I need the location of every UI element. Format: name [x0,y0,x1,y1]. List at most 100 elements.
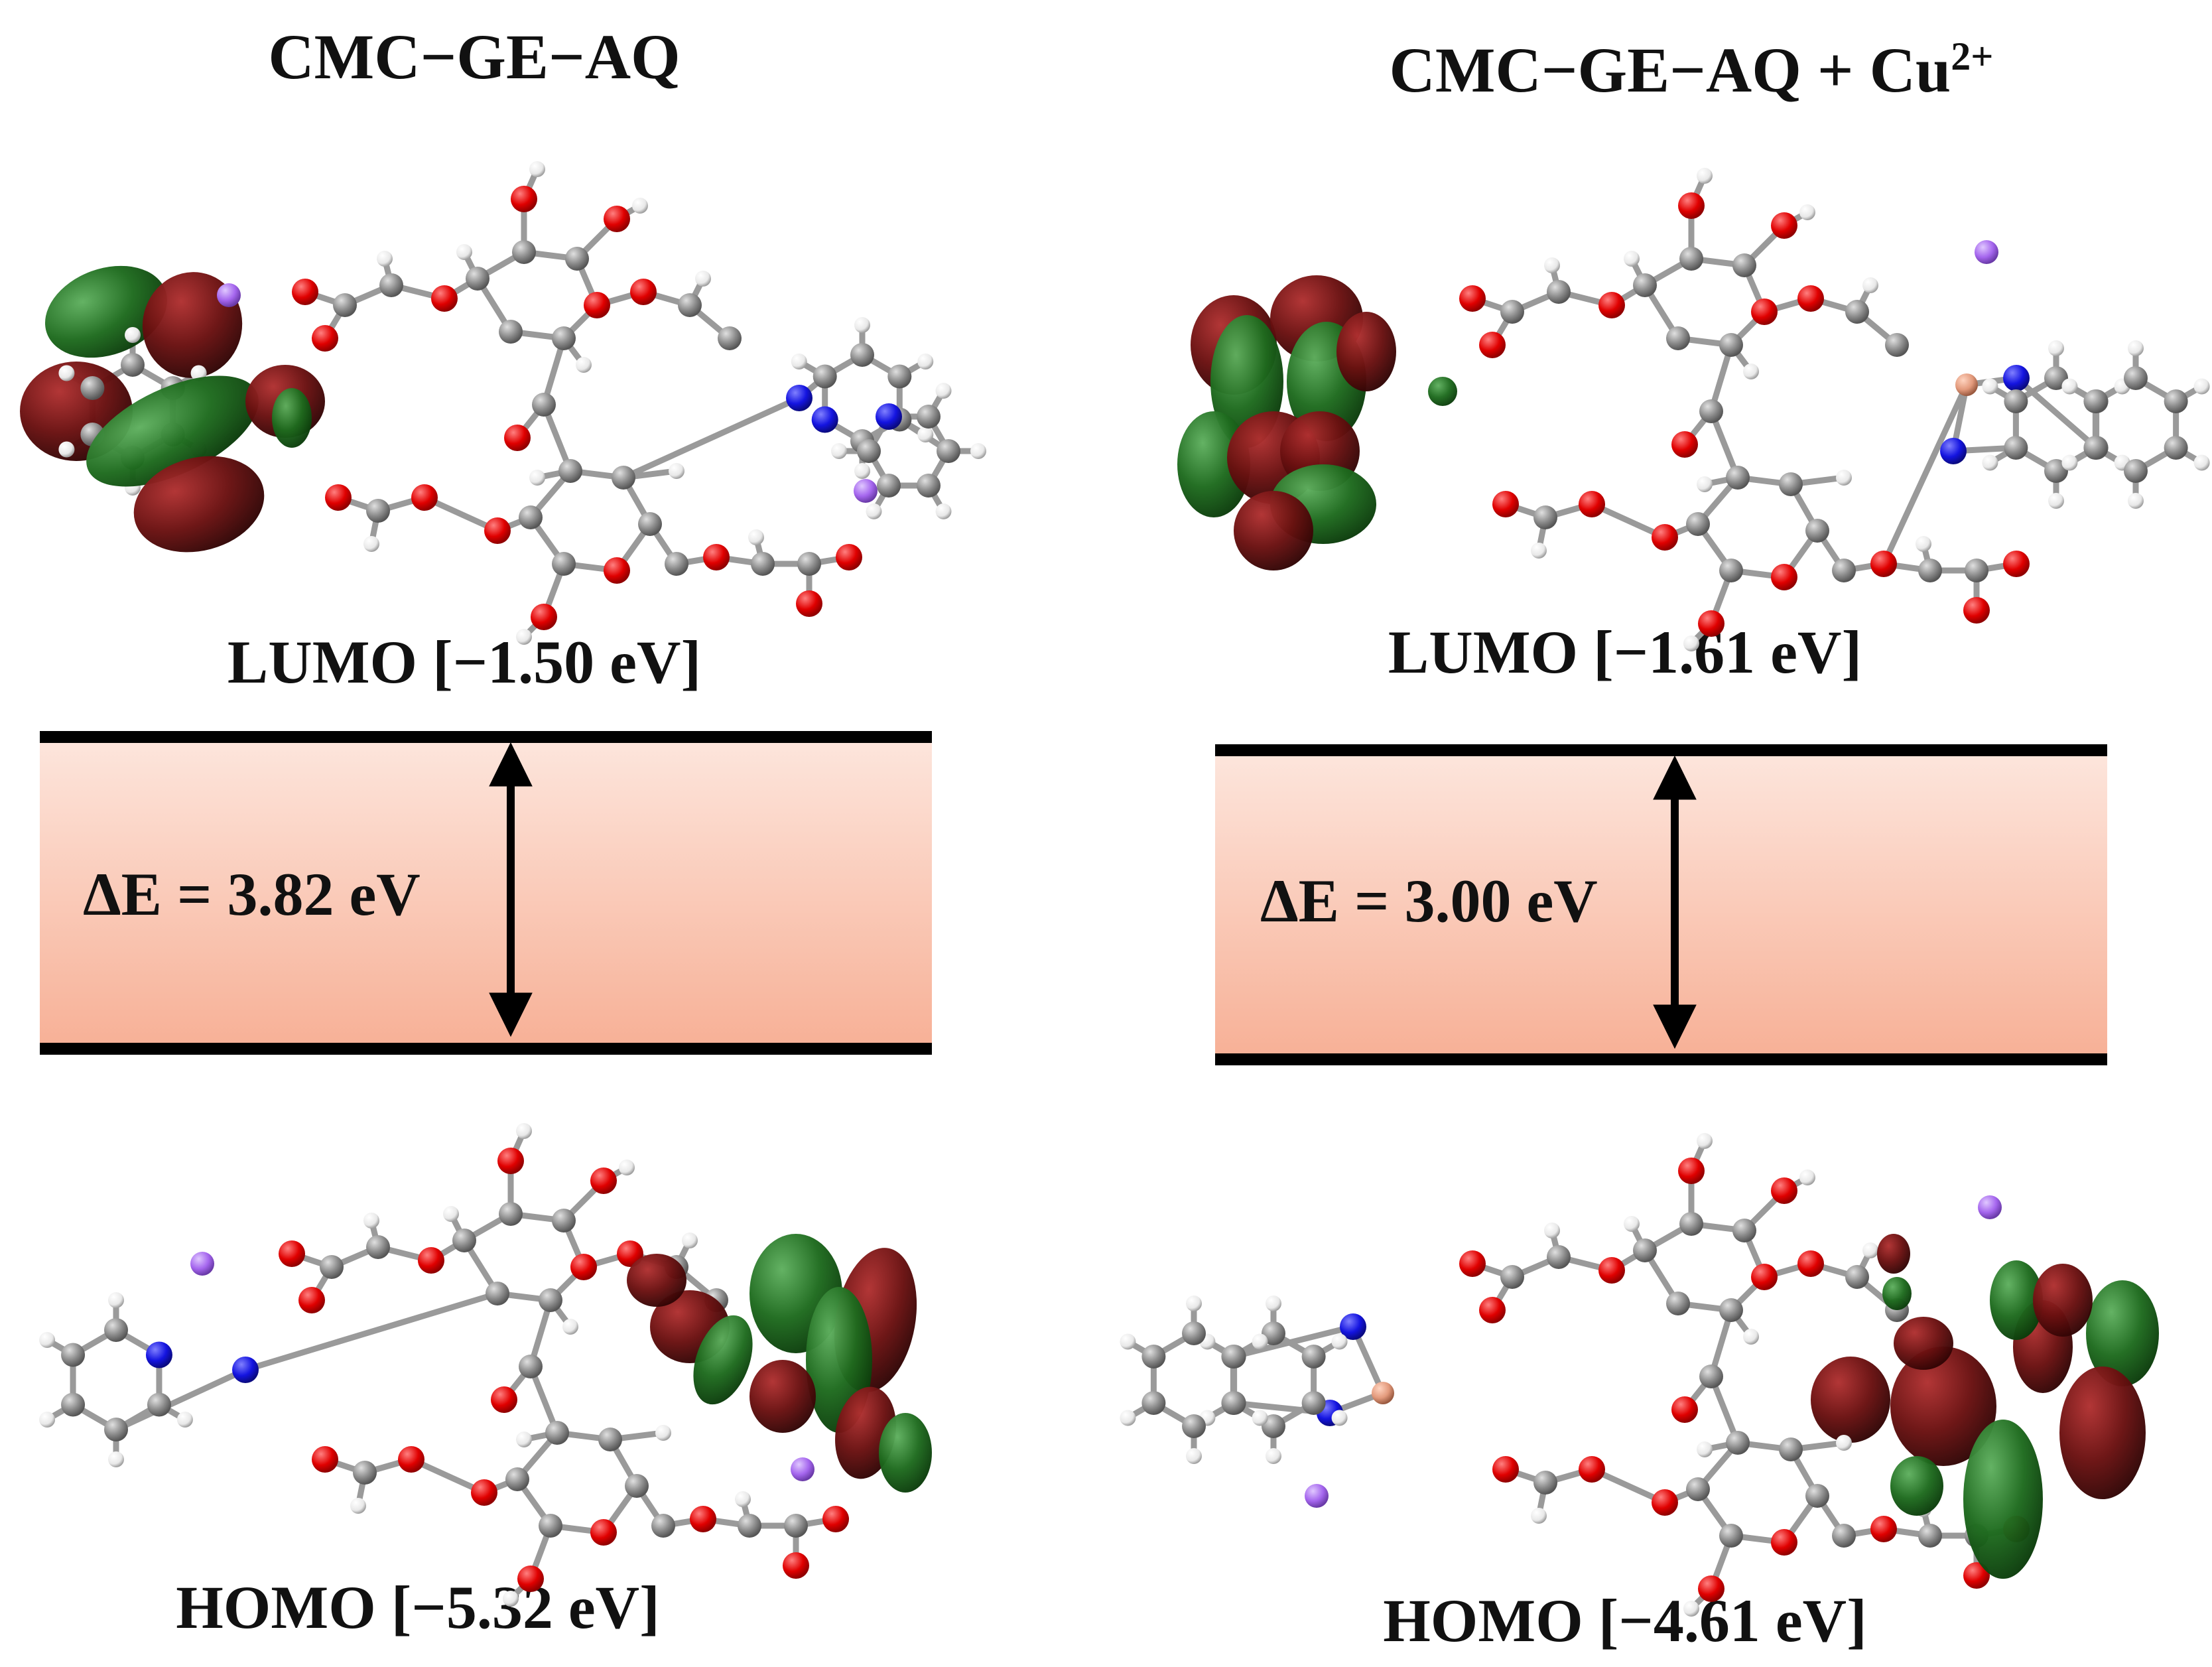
left-lumo-atom [917,473,941,498]
left-lumo-atom [718,326,742,350]
right-homo-atom [1598,1257,1625,1284]
right-homo-atom [1719,1524,1743,1548]
left-homo-atom [497,1148,524,1174]
right-homo-atom [1301,1345,1326,1368]
right-lumo-atom [1918,559,1942,582]
right-homo-orbital-lobe [1811,1357,1890,1443]
left-homo-atom [108,1451,124,1467]
left-lumo-atom [811,406,838,433]
right-lumo-atom [1678,192,1705,219]
right-lumo-orbital-lobe [1234,491,1313,570]
left-lumo-bond [620,395,803,481]
right-lumo-orbital-lobe [1428,377,1457,406]
right-homo-level-line [1215,1053,2107,1065]
left-homo-atom [312,1446,338,1473]
left-homo-atom [418,1247,444,1274]
right-lumo-atom [2003,365,2030,391]
left-homo-bond [242,1290,501,1373]
left-lumo-atom [519,505,543,529]
right-homo-atom [1305,1484,1329,1508]
right-lumo-atom [1598,292,1625,318]
right-homo-atom [1751,1264,1778,1290]
right-homo-atom [1479,1297,1506,1323]
right-lumo-atom [1732,253,1756,277]
right-lumo-atom [1982,378,1998,395]
right-lumo-atom [2048,340,2064,356]
left-lumo-atom [80,376,105,400]
right-lumo-atom [1633,273,1657,297]
right-homo-atom [1870,1516,1897,1542]
left-homo-atom [738,1514,761,1538]
right-homo-atom [1698,1575,1724,1602]
left-lumo-atom [58,365,75,381]
right-homo-orbital-lobe [1963,1420,2043,1579]
left-lumo-atom [791,354,807,369]
left-lumo-atom [604,206,630,232]
right-lumo-atom [1771,212,1797,239]
left-lumo-orbital-lobe [133,456,265,553]
left-homo-atom [61,1343,86,1367]
left-homo-atom [298,1287,325,1313]
right-homo-atom [1797,1250,1824,1277]
right-homo-bond [1230,1323,1356,1360]
left-lumo-level-line [40,731,932,743]
right-lumo-atom [1459,285,1486,312]
right-homo-orbital-lobe [2059,1367,2146,1499]
left-homo-atom [61,1392,86,1417]
left-lumo-bond [421,494,501,534]
right-homo-atom [1266,1448,1281,1464]
left-homo-atom [545,1421,569,1445]
right-homo-atom [1544,1223,1560,1238]
left-homo-atom [104,1418,128,1441]
left-lumo-atom [411,484,438,511]
left-homo-atom [452,1229,476,1252]
right-homo-atom [1531,1508,1547,1524]
right-lumo-atom [1579,491,1605,517]
right-homo-orbital-lobe [1882,1277,1912,1310]
left-homo-atom [516,1123,532,1139]
right-lumo-atom [1832,559,1856,582]
right-homo-atom [1862,1242,1878,1258]
right-lumo-atom [1885,333,1909,357]
right-lumo-atom [1940,438,1967,464]
left-lumo-atom [857,439,881,463]
right-homo-atom [1652,1489,1678,1516]
left-lumo-atom [499,320,523,344]
right-homo-atom [1372,1382,1394,1404]
left-lumo-atom [333,293,357,317]
right-lumo-atom [1805,519,1829,543]
left-lumo-atom [748,529,764,545]
right-lumo-atom [1686,512,1710,536]
left-lumo-atom [377,251,393,267]
right-lumo-atom [2164,389,2188,413]
left-homo-bond [113,1367,249,1433]
right-lumo-atom [1870,551,1897,577]
left-lumo-atom [565,247,589,271]
right-lumo-atom [1751,299,1778,325]
right-lumo-atom [1697,168,1713,184]
left-homo-atom [590,1519,617,1546]
right-homo-atom [1340,1313,1366,1340]
right-homo-orbital-lobe [1890,1456,1943,1516]
right-homo-atom [1683,1601,1699,1617]
right-homo-atom [1141,1345,1166,1368]
left-homo-atom [145,1341,172,1368]
right-homo-atom [1978,1195,2002,1219]
left-lumo-atom [456,244,472,260]
right-lumo-atom [1679,247,1703,271]
left-homo-atom [398,1446,424,1473]
right-lumo-atom [2003,551,2030,577]
left-homo-orbital-lobe [879,1413,932,1493]
right-homo-atom [1779,1437,1803,1461]
left-homo-atom [822,1506,849,1532]
left-lumo-atom [121,353,145,377]
right-lumo-atom [1743,364,1759,379]
right-lumo-atom [1797,285,1824,312]
left-homo-atom [682,1233,698,1248]
left-lumo-atom [935,503,952,519]
right-lumo-atom [1965,559,1988,582]
left-homo-atom [104,1318,128,1342]
left-lumo-atom [604,557,630,584]
right-homo-label: HOMO [−4.61 eV] [1383,1587,1867,1654]
